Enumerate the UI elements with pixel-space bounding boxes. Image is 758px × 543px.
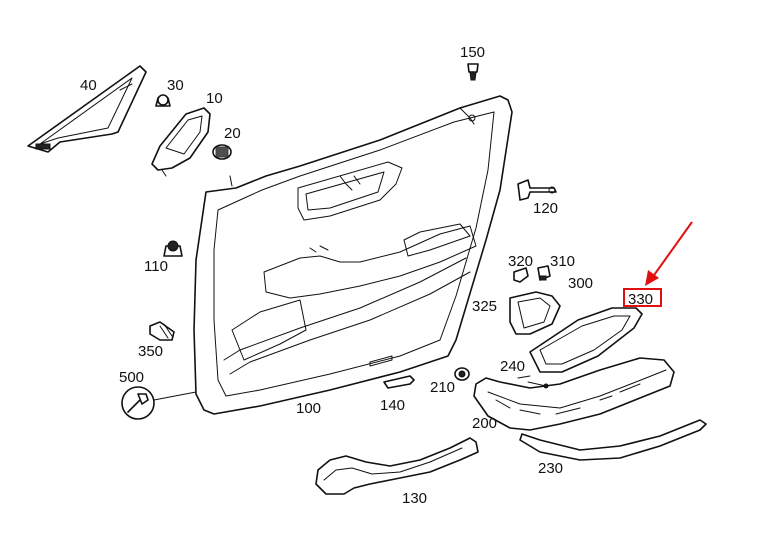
part-325-switch-housing[interactable] [509, 291, 561, 335]
part-20-tweeter[interactable] [212, 144, 232, 160]
part-40-mirror-trim[interactable] [27, 65, 147, 153]
part-200-armrest[interactable] [473, 357, 675, 431]
label-20: 20 [224, 125, 241, 142]
label-200: 200 [472, 415, 497, 432]
part-110-clip[interactable] [163, 240, 183, 257]
part-100-door-panel[interactable] [193, 95, 513, 415]
label-330: 330 [628, 291, 653, 308]
label-110: 110 [144, 258, 168, 275]
part-210-grille[interactable] [454, 367, 470, 381]
part-140-pocket[interactable] [383, 375, 415, 389]
label-210: 210 [430, 379, 455, 396]
part-310-clip[interactable] [537, 265, 551, 281]
label-30: 30 [167, 77, 184, 94]
part-350-screw[interactable] [149, 321, 175, 341]
highlight-box-330 [623, 288, 662, 307]
label-310: 310 [550, 253, 575, 270]
label-100: 100 [296, 400, 321, 417]
label-325: 325 [472, 298, 497, 315]
wrench-icon [121, 386, 197, 420]
label-120: 120 [533, 200, 558, 217]
part-130-seal[interactable] [315, 437, 479, 495]
part-30-clip[interactable] [155, 94, 171, 107]
label-130: 130 [402, 490, 427, 507]
part-120-bracket[interactable] [517, 179, 557, 201]
label-140: 140 [380, 397, 405, 414]
label-350: 350 [138, 343, 163, 360]
part-150-clip[interactable] [467, 63, 479, 81]
highlight-arrow-head [645, 270, 659, 286]
part-10-tweeter-cover[interactable] [151, 107, 211, 177]
label-240: 240 [500, 358, 525, 375]
highlight-arrow-line [651, 221, 693, 279]
label-320: 320 [508, 253, 533, 270]
part-330-trim-frame[interactable] [529, 307, 643, 373]
label-10: 10 [206, 90, 223, 107]
label-300: 300 [568, 275, 593, 292]
label-40: 40 [80, 77, 97, 94]
label-500: 500 [119, 369, 144, 386]
part-230-trim-strip[interactable] [519, 419, 707, 461]
label-150: 150 [460, 44, 485, 61]
label-230: 230 [538, 460, 563, 477]
part-320-screw[interactable] [513, 267, 529, 283]
